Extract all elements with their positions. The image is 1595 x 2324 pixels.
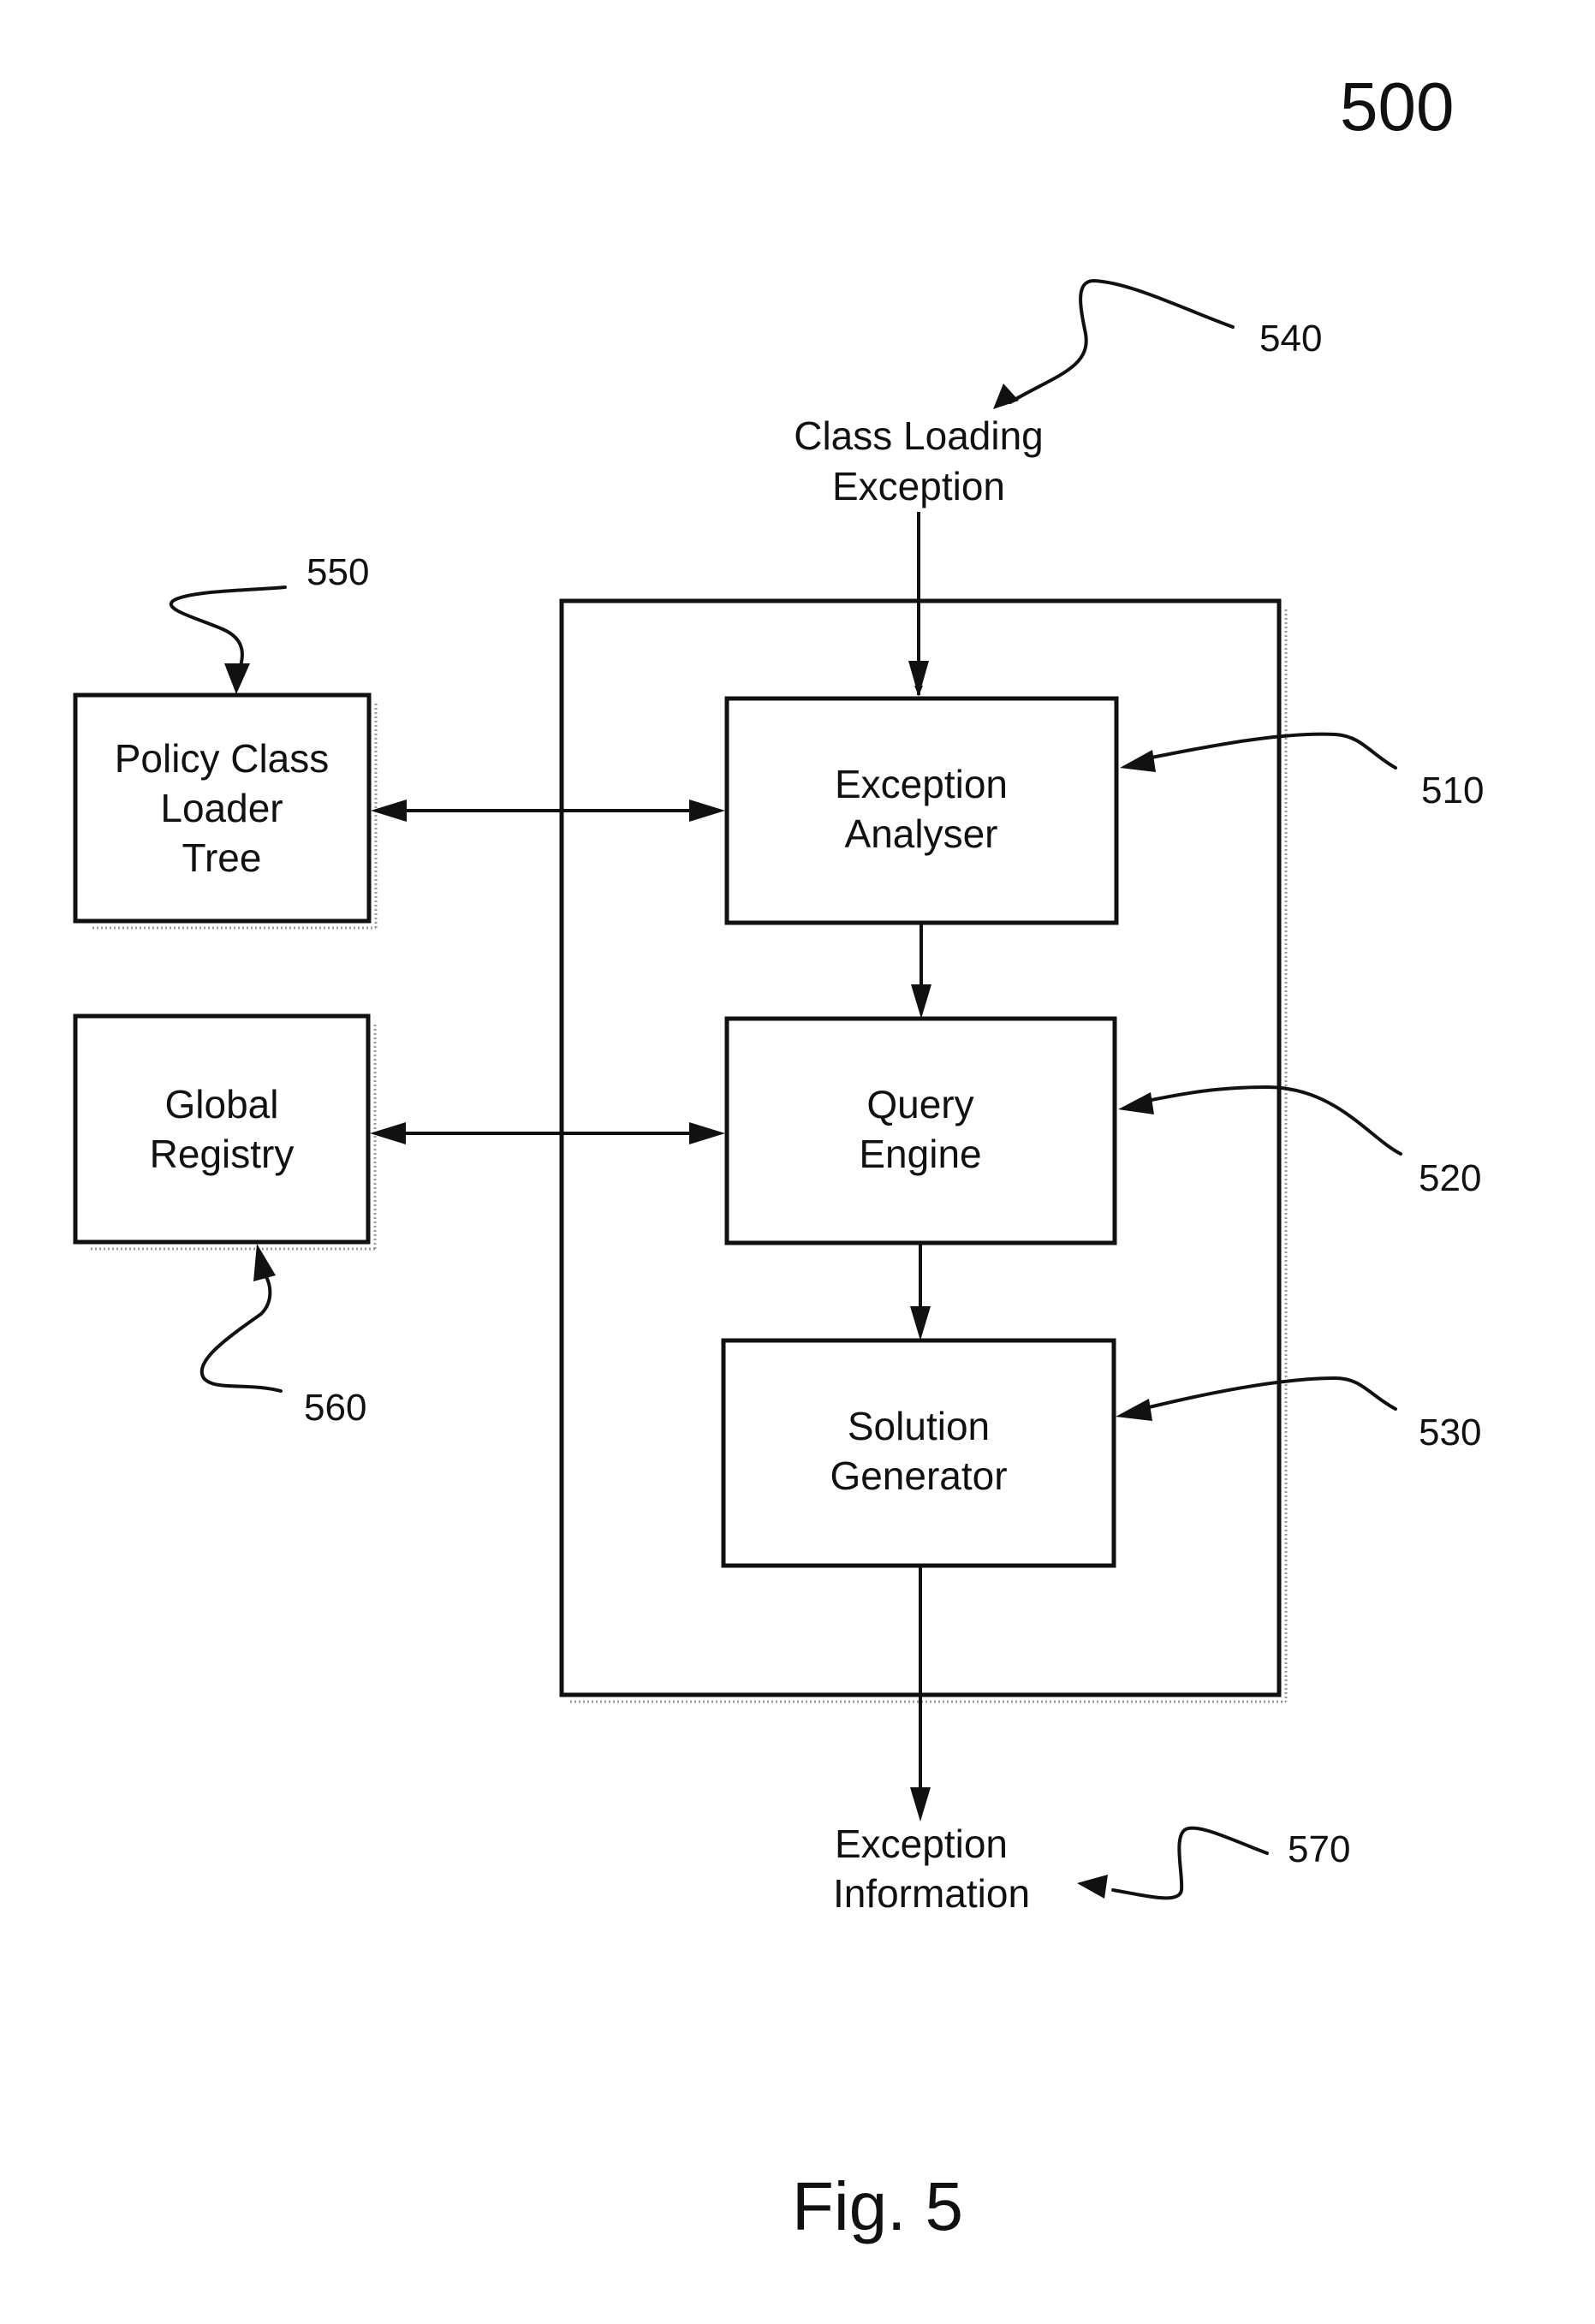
exception-information-line-1: Exception <box>835 1822 1008 1866</box>
arrow-head-analyser-right <box>689 799 725 822</box>
ref-530: 530 <box>1419 1412 1481 1453</box>
ref-510: 510 <box>1421 770 1484 811</box>
leader-570-arrowhead <box>1077 1875 1108 1899</box>
leader-530-arrowhead <box>1116 1399 1152 1421</box>
query-engine-line-2: Engine <box>859 1132 981 1176</box>
query-engine-line-1: Query <box>866 1082 973 1126</box>
figure-number: 500 <box>1340 68 1454 145</box>
solution-generator-line-2: Generator <box>830 1453 1007 1498</box>
global-registry-line-1: Global <box>165 1082 279 1126</box>
arrow-head-query-right <box>689 1122 725 1144</box>
exception-analyser-box: Exception Analyser <box>727 698 1116 923</box>
class-loading-exception-line-1: Class Loading <box>794 413 1044 458</box>
leader-550 <box>171 587 285 669</box>
leader-570 <box>1113 1828 1267 1899</box>
exception-information-output: Exception Information <box>833 1822 1030 1916</box>
arrow-head-input <box>908 661 929 697</box>
exception-analyser-line-2: Analyser <box>845 811 998 856</box>
exception-analyser-line-1: Exception <box>835 762 1008 806</box>
ref-520: 520 <box>1419 1157 1481 1199</box>
query-engine-box: Query Engine <box>727 1019 1115 1243</box>
ref-540: 540 <box>1259 318 1322 360</box>
leader-510-arrowhead <box>1120 750 1156 772</box>
class-loading-exception-line-2: Exception <box>832 464 1005 508</box>
policy-class-loader-tree-line-1: Policy Class <box>115 736 330 781</box>
figure-caption: Fig. 5 <box>792 2168 963 2244</box>
leader-530 <box>1146 1378 1396 1409</box>
solution-generator-line-1: Solution <box>848 1404 990 1448</box>
solution-generator-box: Solution Generator <box>723 1340 1114 1566</box>
leader-520-arrowhead <box>1118 1092 1154 1114</box>
arrow-head-output <box>910 1787 931 1822</box>
leader-540-arrowhead <box>993 383 1019 409</box>
leader-520 <box>1147 1087 1401 1154</box>
leader-540 <box>1010 281 1233 402</box>
arrow-head-analyser-query <box>911 984 931 1019</box>
leader-510 <box>1147 734 1396 768</box>
global-registry-line-2: Registry <box>150 1132 295 1176</box>
exception-information-line-2: Information <box>833 1871 1030 1916</box>
policy-class-loader-tree-line-3: Tree <box>182 835 262 880</box>
arrow-head-query-solution <box>910 1306 931 1340</box>
ref-570: 570 <box>1288 1828 1350 1870</box>
ref-550: 550 <box>307 551 369 593</box>
global-registry-box: Global Registry <box>75 1016 375 1249</box>
policy-class-loader-tree-line-2: Loader <box>160 786 283 830</box>
leader-560 <box>202 1275 281 1391</box>
leader-550-arrowhead <box>224 663 250 694</box>
class-loading-exception-input: Class Loading Exception <box>794 413 1044 508</box>
policy-class-loader-tree-box: Policy Class Loader Tree <box>75 695 376 928</box>
ref-560: 560 <box>304 1387 366 1429</box>
leader-560-arrowhead <box>253 1244 276 1281</box>
